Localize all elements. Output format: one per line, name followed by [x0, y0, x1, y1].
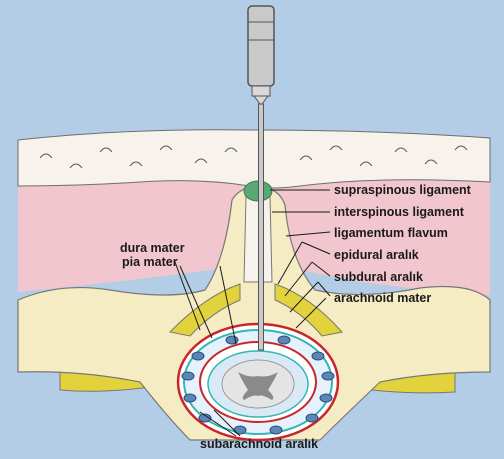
label-subdural: subdural aralık — [334, 270, 423, 284]
label-pia-mater: pia mater — [122, 255, 178, 269]
label-interspinous-ligament: interspinous ligament — [334, 205, 465, 219]
label-dura-mater: dura mater — [120, 241, 185, 255]
label-supraspinous-ligament: supraspinous ligament — [334, 183, 472, 197]
label-epidural: epidural aralık — [334, 248, 419, 262]
label-ligamentum-flavum: ligamentum flavum — [334, 226, 448, 240]
skin-layer — [18, 130, 490, 188]
label-subarachnoid: subarachnoid aralık — [200, 437, 318, 451]
label-arachnoid-mater: arachnoid mater — [334, 291, 431, 305]
